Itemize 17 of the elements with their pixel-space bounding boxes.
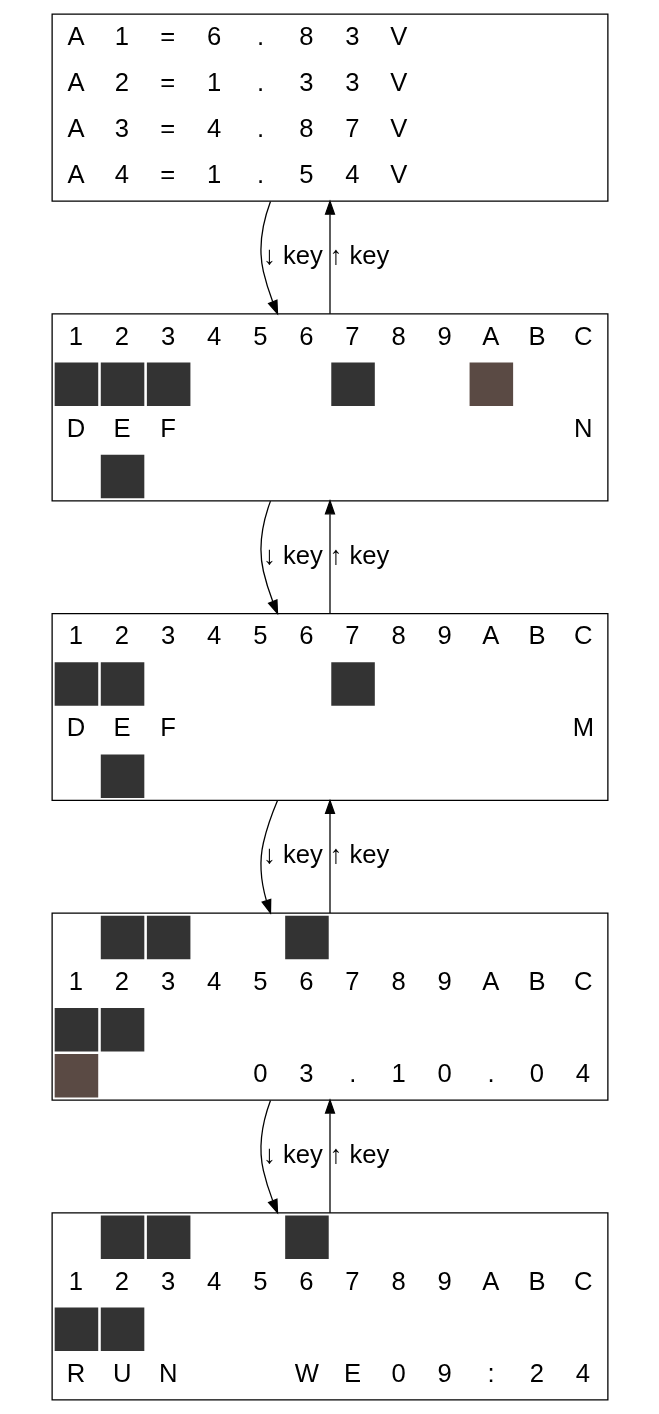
edge-label: ↓ key bbox=[262, 1139, 323, 1168]
arrow bbox=[259, 500, 278, 616]
node-box: A 1 = 6 . 8 3 V A 2 = 1 . 3 3 V A 3 = 4 . 8 7 V A 4 = 1 . 5 4 V bbox=[51, 13, 608, 202]
arrow bbox=[259, 200, 278, 316]
edge-label: ↑ key bbox=[329, 840, 389, 869]
arrow bbox=[324, 1098, 335, 1214]
edge-label: ↑ key bbox=[329, 540, 389, 569]
arrow bbox=[259, 1099, 278, 1215]
arrow bbox=[259, 800, 278, 915]
edge-label: ↓ key bbox=[262, 540, 323, 569]
edge-label: ↓ key bbox=[262, 240, 323, 269]
edge-label: ↑ key bbox=[329, 1139, 389, 1168]
edge-label: ↑ key bbox=[329, 240, 389, 269]
arrow bbox=[324, 798, 335, 914]
edge-label: ↓ key bbox=[262, 840, 323, 869]
arrow bbox=[324, 199, 335, 315]
arrow bbox=[324, 499, 335, 615]
